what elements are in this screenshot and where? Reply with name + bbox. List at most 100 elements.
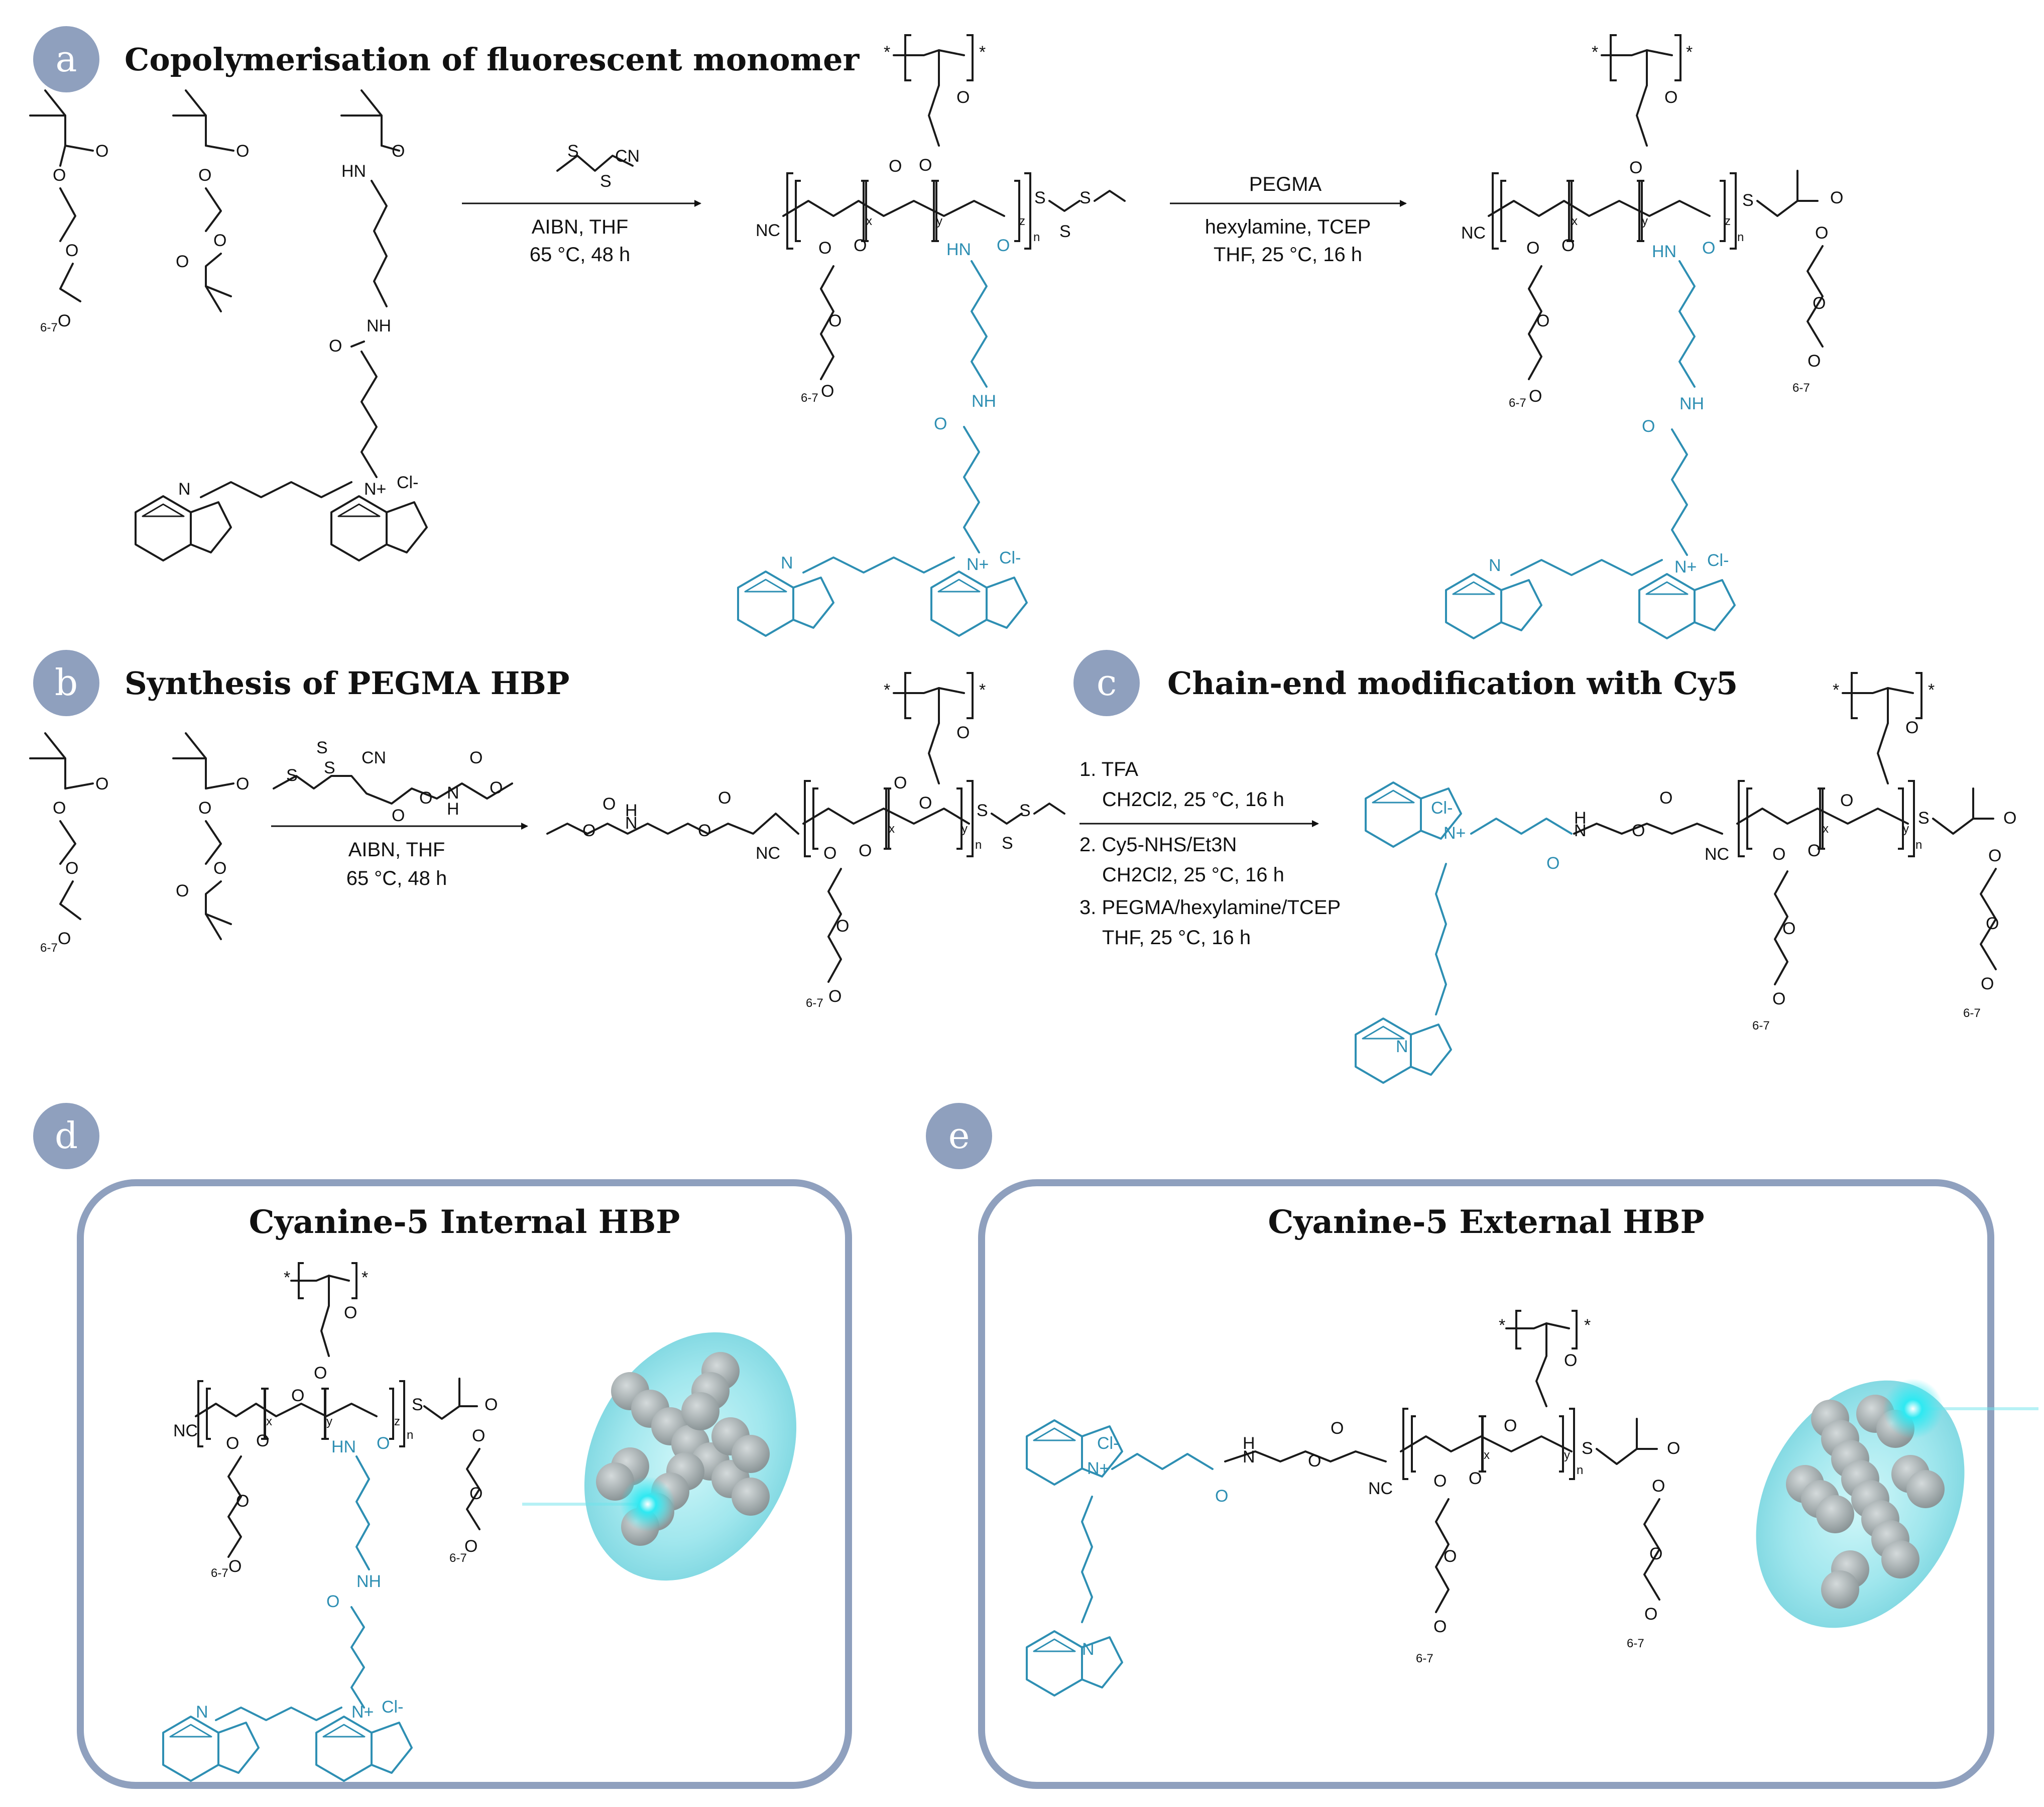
panel-c-badge: c bbox=[1073, 650, 1140, 716]
svg-text:N: N bbox=[447, 783, 459, 803]
svg-text:O: O bbox=[344, 1303, 357, 1322]
svg-text:THF, 25 °C, 16 h: THF, 25 °C, 16 h bbox=[1214, 244, 1362, 266]
svg-text:HN: HN bbox=[341, 162, 366, 181]
svg-text:y: y bbox=[961, 822, 968, 836]
svg-text:O: O bbox=[469, 1484, 483, 1503]
pegma-hbp-product-b: O O N H O O NC * * O O x y n S S bbox=[546, 672, 1065, 1010]
svg-text:NC: NC bbox=[756, 844, 780, 863]
svg-text:n: n bbox=[1915, 838, 1922, 852]
svg-text:O: O bbox=[176, 252, 189, 271]
svg-text:THF, 25 °C, 16 h: THF, 25 °C, 16 h bbox=[1102, 927, 1251, 949]
svg-text:O: O bbox=[1981, 974, 1994, 993]
svg-text:65 °C, 48 h: 65 °C, 48 h bbox=[530, 244, 631, 266]
svg-text:Cl-: Cl- bbox=[1707, 551, 1729, 570]
svg-text:*: * bbox=[1833, 681, 1839, 700]
svg-text:O: O bbox=[198, 799, 211, 818]
svg-text:y: y bbox=[936, 214, 942, 228]
svg-text:H: H bbox=[1574, 809, 1587, 828]
panel-a-badge: a bbox=[33, 26, 99, 92]
panel-a-title: Copolymerisation of fluorescent monomer bbox=[125, 41, 860, 78]
svg-text:O: O bbox=[836, 917, 849, 936]
panel-d: d Cyanine-5 Internal HBP * * O O NC x y … bbox=[33, 1103, 852, 1789]
svg-text:O: O bbox=[1772, 989, 1785, 1008]
svg-text:O: O bbox=[956, 723, 970, 742]
svg-text:2. Cy5-NHS/Et3N: 2. Cy5-NHS/Et3N bbox=[1079, 834, 1237, 856]
svg-text:S: S bbox=[1034, 188, 1046, 207]
svg-text:S: S bbox=[1582, 1439, 1593, 1458]
svg-text:S: S bbox=[286, 766, 298, 785]
svg-text:O: O bbox=[1988, 846, 2001, 865]
panel-e-title: Cyanine-5 External HBP bbox=[1268, 1203, 1704, 1241]
svg-text:a: a bbox=[56, 38, 77, 80]
svg-text:N+: N+ bbox=[1444, 824, 1466, 843]
svg-text:N: N bbox=[196, 1703, 208, 1722]
polymer-bead bbox=[1821, 1570, 1859, 1609]
svg-text:*: * bbox=[979, 681, 986, 700]
cy5-chain-end-product-c: N+ Cl- N O H N O O NC * * O O bbox=[1355, 672, 2016, 1084]
svg-text:O: O bbox=[889, 157, 902, 176]
svg-text:O: O bbox=[485, 1395, 498, 1414]
svg-text:NC: NC bbox=[1368, 1479, 1393, 1498]
svg-text:HN: HN bbox=[1652, 242, 1676, 261]
svg-text:O: O bbox=[698, 821, 711, 840]
svg-text:O: O bbox=[256, 1431, 269, 1450]
svg-text:S: S bbox=[567, 142, 579, 161]
svg-text:N+: N+ bbox=[1087, 1459, 1109, 1478]
polymer-bead bbox=[681, 1392, 719, 1430]
svg-text:n: n bbox=[975, 838, 982, 852]
svg-text:O: O bbox=[469, 748, 483, 767]
svg-text:O: O bbox=[95, 142, 108, 161]
svg-text:O: O bbox=[1659, 788, 1672, 808]
svg-text:O: O bbox=[228, 1557, 242, 1576]
svg-text:O: O bbox=[1772, 845, 1785, 864]
svg-text:n: n bbox=[1033, 231, 1040, 244]
svg-text:NC: NC bbox=[173, 1421, 198, 1440]
svg-text:O: O bbox=[392, 142, 405, 161]
svg-text:O: O bbox=[329, 336, 342, 356]
svg-text:x: x bbox=[1484, 1448, 1490, 1462]
panel-d-frame bbox=[77, 1179, 852, 1789]
svg-text:N: N bbox=[1396, 1037, 1408, 1056]
svg-text:6-7: 6-7 bbox=[1792, 381, 1810, 395]
svg-text:S: S bbox=[316, 738, 328, 757]
panel-e: e Cyanine-5 External HBP N+ Cl- N O H N … bbox=[926, 1103, 2038, 1789]
svg-text:AIBN, THF: AIBN, THF bbox=[348, 839, 445, 861]
external-hbp-particle bbox=[1756, 1379, 2038, 1628]
svg-text:H: H bbox=[447, 800, 459, 819]
svg-text:O: O bbox=[213, 859, 226, 878]
svg-text:CH2Cl2, 25 °C, 16 h: CH2Cl2, 25 °C, 16 h bbox=[1102, 788, 1284, 811]
svg-text:O: O bbox=[1433, 1617, 1447, 1636]
svg-text:N+: N+ bbox=[351, 1703, 374, 1722]
svg-text:y: y bbox=[1564, 1448, 1570, 1462]
svg-text:y: y bbox=[326, 1415, 332, 1428]
svg-text:NH: NH bbox=[972, 392, 996, 411]
svg-text:Cl-: Cl- bbox=[397, 473, 418, 492]
svg-text:y: y bbox=[1642, 214, 1648, 228]
external-hbp-structure: N+ Cl- N O H N O O NC * * O O x bbox=[1026, 1310, 1680, 1697]
svg-text:O: O bbox=[828, 311, 841, 330]
svg-text:*: * bbox=[1686, 43, 1693, 62]
panel-c: c Chain-end modification with Cy5 1. TFA… bbox=[1073, 650, 2016, 1084]
svg-text:O: O bbox=[291, 1386, 304, 1405]
svg-text:*: * bbox=[979, 43, 986, 62]
svg-text:n: n bbox=[1737, 231, 1744, 244]
svg-text:NC: NC bbox=[1705, 845, 1729, 864]
reaction-step-a2: PEGMA hexylamine, TCEP THF, 25 °C, 16 h bbox=[1170, 173, 1407, 266]
svg-text:c: c bbox=[1097, 661, 1117, 704]
svg-text:x: x bbox=[889, 822, 895, 836]
svg-text:N: N bbox=[781, 553, 793, 573]
svg-text:H: H bbox=[625, 801, 638, 820]
svg-text:N+: N+ bbox=[1674, 557, 1697, 577]
svg-text:*: * bbox=[1592, 43, 1598, 62]
svg-text:O: O bbox=[1469, 1469, 1482, 1488]
svg-text:O: O bbox=[1649, 1544, 1662, 1563]
egdma-monomer-a: O O O O bbox=[172, 89, 249, 312]
svg-text:O: O bbox=[1813, 294, 1826, 313]
egdma-monomer-b: O O O O bbox=[172, 732, 249, 940]
svg-text:O: O bbox=[1642, 417, 1655, 436]
svg-text:N: N bbox=[1489, 556, 1501, 575]
svg-text:O: O bbox=[1526, 239, 1539, 258]
svg-text:3. PEGMA/hexylamine/TCEP: 3. PEGMA/hexylamine/TCEP bbox=[1079, 896, 1341, 919]
svg-text:S: S bbox=[1918, 809, 1930, 828]
svg-text:O: O bbox=[603, 795, 616, 814]
